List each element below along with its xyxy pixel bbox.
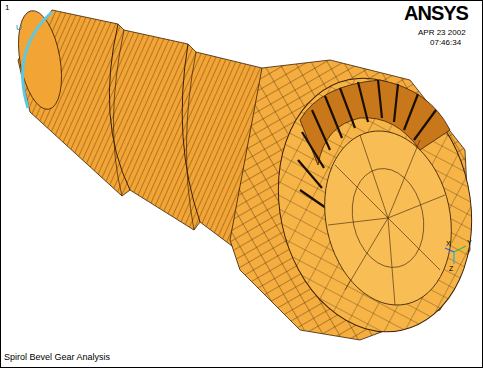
plot-caption: Spirol Bevel Gear Analysis	[4, 353, 110, 362]
axis-label: X	[446, 240, 451, 247]
time-stamp: 07:46:34	[430, 39, 461, 47]
result-symbol: U	[16, 24, 22, 32]
axis-triad	[445, 246, 466, 264]
bevel-gear	[230, 60, 483, 350]
ansys-logo: ANSYS	[404, 3, 468, 23]
date-stamp: APR 23 2002	[418, 29, 466, 37]
window-number: 1	[5, 4, 9, 12]
axis-label: Y	[467, 239, 472, 246]
axis-label: Z	[449, 265, 453, 272]
